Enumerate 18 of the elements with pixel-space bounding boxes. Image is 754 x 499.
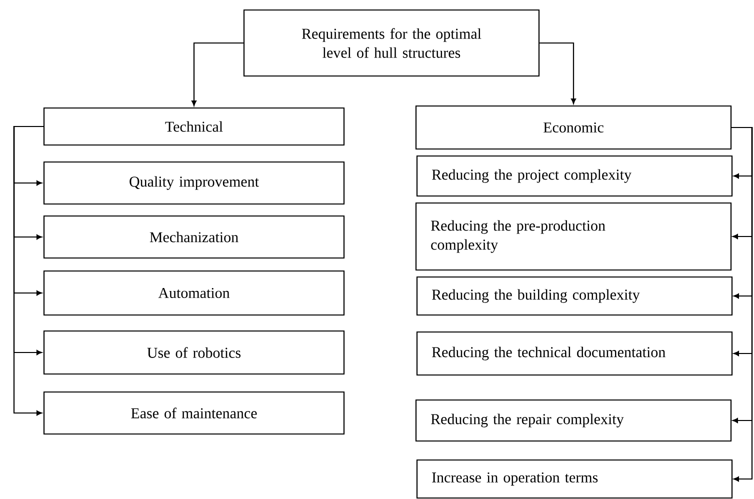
box: Reducing the technical documentation — [416, 331, 733, 376]
arrow — [540, 42, 576, 104]
box: Reducing the repair complexity — [415, 399, 732, 442]
box: Increase in operation terms — [416, 459, 733, 499]
box: Technical — [43, 107, 345, 146]
box: Mechanization — [43, 215, 345, 259]
box: Ease of maintenance — [43, 391, 345, 435]
box: Automation — [43, 270, 345, 316]
box: Quality improvement — [43, 161, 345, 205]
box: Economic — [415, 105, 732, 150]
box: Requirements for the optimal level of hull structures — [243, 9, 540, 77]
arrow — [13, 126, 44, 416]
box: Reducing the pre-production complexity — [415, 202, 732, 271]
box: Use of robotics — [43, 330, 345, 375]
arrow — [191, 42, 244, 106]
box: Reducing the project complexity — [416, 155, 733, 197]
arrow — [732, 126, 753, 482]
box: Reducing the building complexity — [416, 276, 733, 316]
